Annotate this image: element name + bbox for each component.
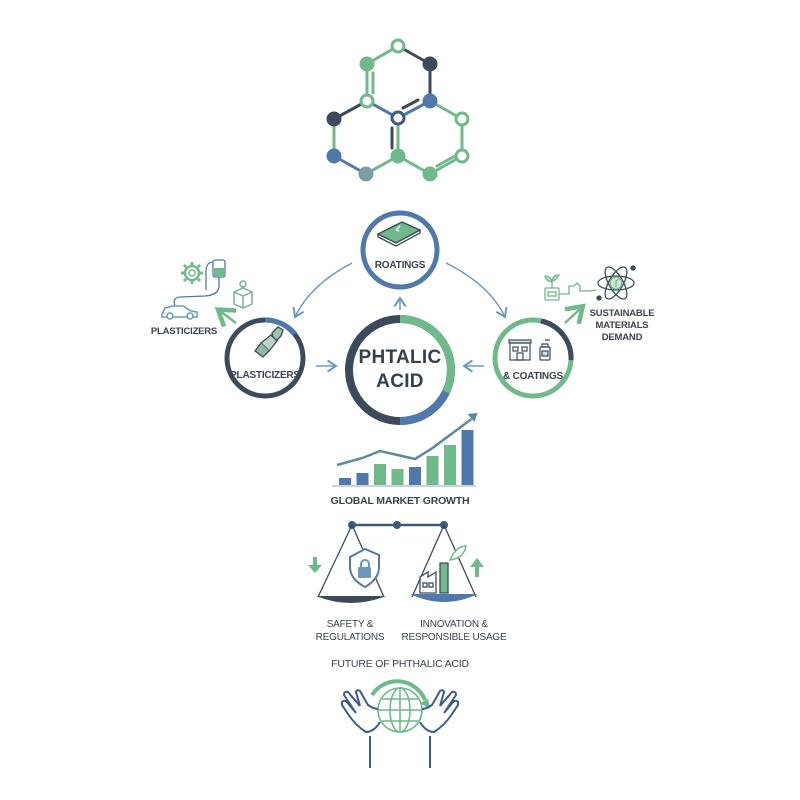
atom-leaf-icon [596,265,636,301]
arrow-down-icon [308,557,322,573]
chart-bar [444,445,456,485]
balance-right-line1: INNOVATION & [420,619,488,630]
arrow-to-left-group [214,307,237,328]
chart-bar [461,430,474,485]
right-group-label: SUSTAINABLE MATERIALS DEMAND [582,308,662,344]
chart-bar [391,469,404,485]
chart-bar [374,464,386,485]
chart-bar [426,456,439,485]
center-title-line1: PHTALIC [358,347,442,368]
balance-left-label: SAFETY & REGULATIONS [305,618,395,644]
chart-bar [409,467,421,485]
chart-bar [356,473,369,485]
package-icon [233,280,253,309]
factory-leaf-icon [419,545,467,594]
node-top-label: ROATINGS [374,260,426,271]
arrow-top-to-left [292,262,353,319]
chart-title: GLOBAL MARKET GROWTH [330,495,470,507]
arrow-up-icon [470,558,484,577]
right-group-label-line1: SUSTAINABLE [589,308,655,319]
node-left-label: PLASTICIZERS [230,370,300,381]
right-group-label-line3: DEMAND [601,332,643,343]
balance-left-line1: SAFETY & [326,619,374,630]
iv-bag-icon [173,259,226,306]
right-group-label-line2: MATERIALS [595,320,649,331]
paintbrush-icon [254,326,284,358]
car-icon [161,305,198,320]
arrow-top-to-right [445,262,508,319]
node-right-label: & COATINGS [502,371,564,382]
gear-icon [181,262,203,284]
balance-right-line2: RESPONSIBLE USAGE [401,632,507,643]
center-title-line2: ACID [376,371,424,392]
left-group-label: PLASTICIZERS [150,326,218,337]
chart-bar [339,478,351,485]
coated-panel-icon [376,221,422,247]
plant-container-icon [544,274,597,301]
footer-title: FUTURE OF PHTHALIC ACID [331,658,469,670]
arrow-to-right-group [564,303,586,325]
building-and-bottle-icon [508,339,551,361]
center-title: PHTALIC ACID [350,346,450,394]
shield-lock-icon [349,547,380,589]
balance-right-label: INNOVATION & RESPONSIBLE USAGE [398,618,510,644]
balance-left-line2: REGULATIONS [315,632,385,643]
